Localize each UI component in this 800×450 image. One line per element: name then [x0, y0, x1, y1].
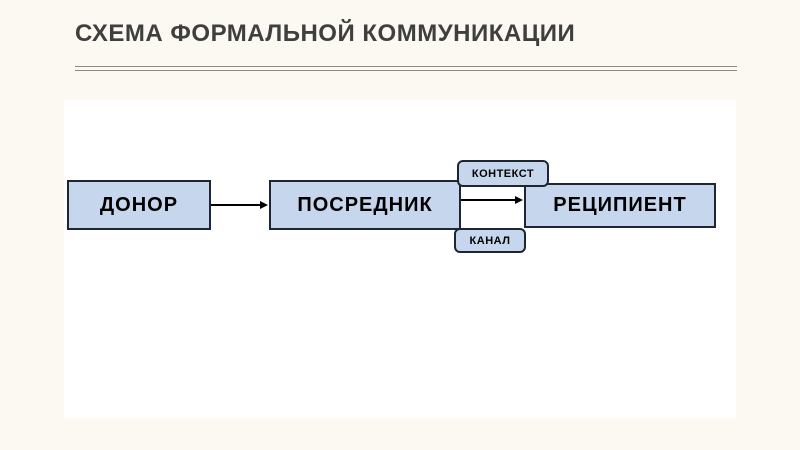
diagram-canvas: ДОНОР ПОСРЕДНИК КОНТЕКСТ КАНАЛ РЕЦИПИЕНТ	[64, 100, 736, 418]
node-recipient: РЕЦИПИЕНТ	[524, 183, 716, 228]
node-context: КОНТЕКСТ	[457, 160, 549, 187]
node-channel: КАНАЛ	[454, 228, 526, 253]
title-divider	[75, 66, 737, 71]
slide-title: СХЕМА ФОРМАЛЬНОЙ КОММУНИКАЦИИ	[75, 20, 576, 47]
node-intermediary: ПОСРЕДНИК	[269, 180, 461, 230]
node-donor: ДОНОР	[67, 180, 211, 230]
arrow-donor-to-intermediary	[211, 204, 261, 206]
arrow-intermediary-to-recipient	[461, 199, 516, 201]
